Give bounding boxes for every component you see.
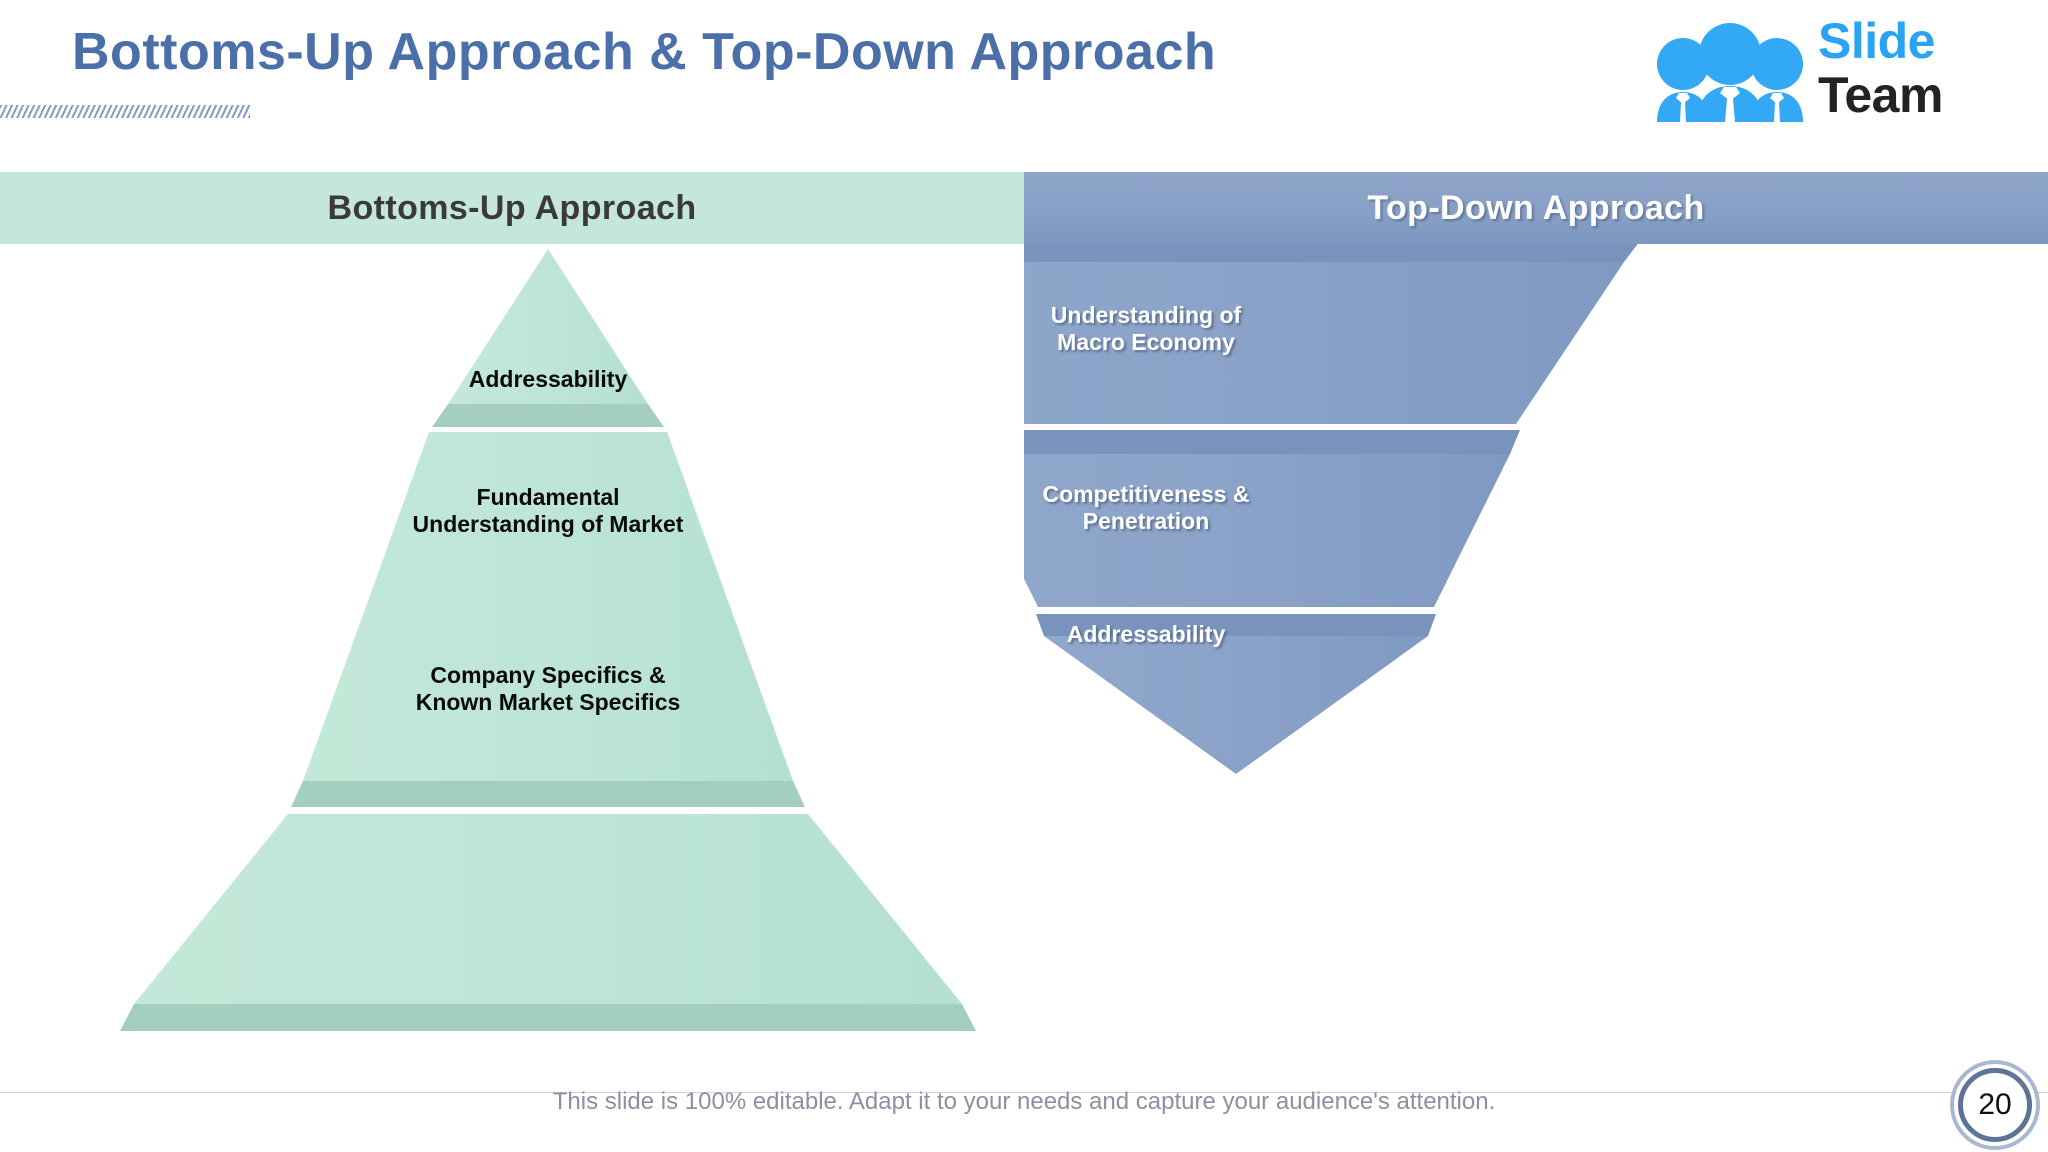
funnel-tier-2 xyxy=(1024,430,1520,607)
footer-note: This slide is 100% editable. Adapt it to… xyxy=(552,1088,1496,1115)
slideteam-logo: Slide Team xyxy=(1650,8,2040,126)
inverted-pyramid-diagram[interactable]: Understanding of Macro Economy Competiti… xyxy=(1024,244,2048,1074)
people-group-icon xyxy=(1650,22,1810,122)
funnel-tier-3 xyxy=(1036,614,1436,774)
pyramid-diagram[interactable]: Addressability Fundamental Understanding… xyxy=(0,244,1024,1074)
logo-word-slide: Slide xyxy=(1818,13,1935,69)
pyramid-tier-3 xyxy=(120,814,976,1031)
page-title: Bottoms-Up Approach & Top-Down Approach xyxy=(72,23,1217,81)
diagram-stage: Addressability Fundamental Understanding… xyxy=(0,244,2048,1074)
pyramid-tier-1 xyxy=(432,249,664,427)
logo-word-team: Team xyxy=(1818,67,1943,123)
title-underline-decoration xyxy=(0,105,250,118)
column-header-label: Bottoms-Up Approach xyxy=(327,188,697,227)
footer-divider xyxy=(0,1092,2048,1093)
page-number: 20 xyxy=(1978,1088,2012,1121)
logo-wordmark: Slide Team xyxy=(1818,14,2038,126)
page-number-badge: 20 xyxy=(1958,1068,2032,1142)
column-header-bottoms-up[interactable]: Bottoms-Up Approach xyxy=(0,172,1024,244)
funnel-tier-1 xyxy=(1024,244,1638,424)
column-header-top-down[interactable]: Top-Down Approach xyxy=(1024,172,2048,244)
pyramid-tier-2 xyxy=(291,432,805,807)
column-header-label: Top-Down Approach xyxy=(1367,188,1705,227)
